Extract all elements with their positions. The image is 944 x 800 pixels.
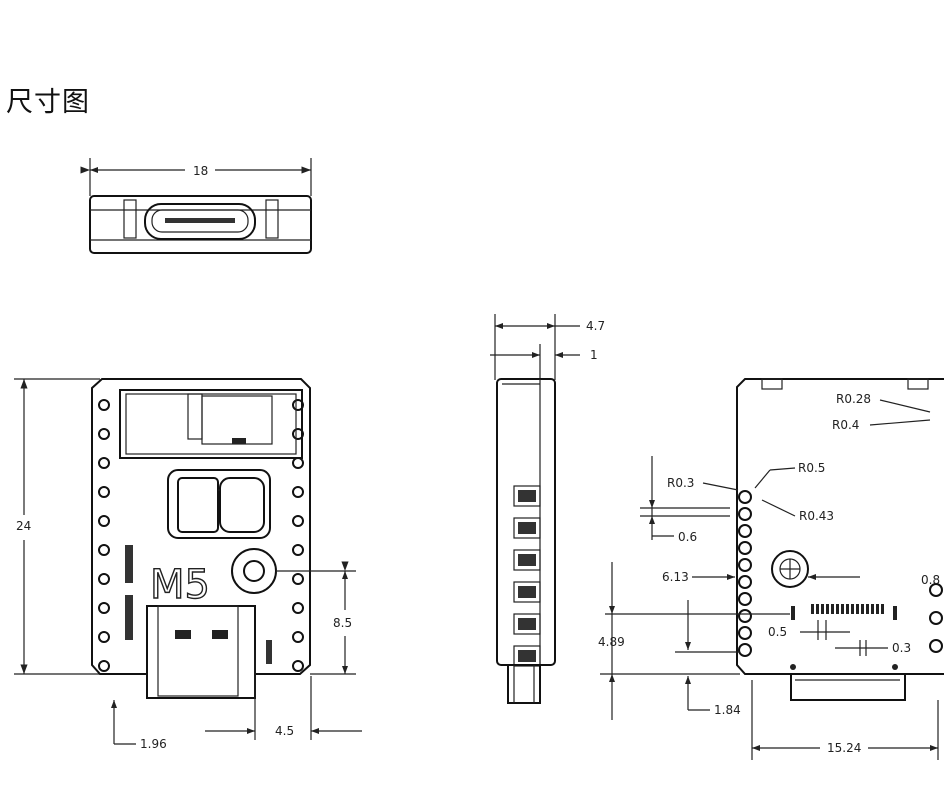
side-view: 4.7 1: [490, 314, 605, 704]
dim-pad-05: 0.5: [768, 625, 787, 639]
back-hole-right: [929, 611, 943, 625]
castellation-hole: [98, 428, 110, 440]
side-pad-fill: [518, 554, 536, 566]
dim-left-offset: 1.96: [140, 737, 167, 751]
castellation-hole: [292, 631, 304, 643]
dim-cut-label: 0.8: [921, 573, 940, 587]
dim-r05: R0.5: [798, 461, 825, 475]
side-pad-fill: [518, 490, 536, 502]
dim-height: 24: [16, 519, 31, 533]
castellation-hole: [292, 515, 304, 527]
dim-thickness: 4.7: [586, 319, 605, 333]
castellation-hole: [292, 486, 304, 498]
side-pad: [513, 613, 541, 635]
back-hole: [738, 558, 752, 572]
castellation-hole: [98, 573, 110, 585]
castellation-hole: [98, 631, 110, 643]
dim-r03: R0.3: [667, 476, 694, 490]
fpc-pad: [841, 604, 844, 614]
fpc-pad: [881, 604, 884, 614]
side-pad: [513, 485, 541, 507]
fpc-pad: [893, 606, 897, 620]
castellation-hole: [98, 515, 110, 527]
side-pad-fill: [518, 522, 536, 534]
dim-usb-offset: 8.5: [333, 616, 352, 630]
dim-width-1524: 15.24: [827, 741, 861, 755]
dim-right-offset: 4.5: [275, 724, 294, 738]
back-hole: [738, 575, 752, 589]
castellation-hole: [292, 544, 304, 556]
back-hole-right: [929, 583, 943, 597]
dim-pad-613: 6.13: [662, 570, 689, 584]
m5-logo: M5: [150, 562, 210, 608]
back-hole: [738, 541, 752, 555]
front-view: 24 M5 8.5: [14, 378, 362, 751]
side-pad: [513, 549, 541, 571]
dim-side-489: 4.89: [598, 635, 625, 649]
back-hole: [738, 490, 752, 504]
fpc-pad: [846, 604, 849, 614]
dim-pad-03: 0.3: [892, 641, 911, 655]
back-hole: [738, 592, 752, 606]
fpc-pad: [851, 604, 854, 614]
back-hole-right: [929, 639, 943, 653]
back-hole: [738, 524, 752, 538]
fpc-pad: [831, 604, 834, 614]
fpc-pad: [856, 604, 859, 614]
via: [892, 664, 898, 670]
castellation-hole: [292, 602, 304, 614]
fpc-pad: [876, 604, 879, 614]
dim-r028: R0.28: [836, 392, 871, 406]
dim-pitch: 0.6: [678, 530, 697, 544]
dim-r043: R0.43: [799, 509, 834, 523]
fpc-pad: [861, 604, 864, 614]
fpc-pad: [816, 604, 819, 614]
castellation-hole: [98, 399, 110, 411]
page-title: 尺寸图: [6, 87, 90, 118]
castellation-hole: [292, 573, 304, 585]
fpc-pad: [791, 606, 795, 620]
side-pad-fill: [518, 586, 536, 598]
back-hole: [738, 609, 752, 623]
back-hole: [738, 643, 752, 657]
side-pad: [513, 517, 541, 539]
dim-board: 1: [590, 348, 598, 362]
back-hole: [738, 507, 752, 521]
dim-bottom-184: 1.84: [714, 703, 741, 717]
side-pad-fill: [518, 618, 536, 630]
castellation-hole: [98, 544, 110, 556]
fpc-pad: [871, 604, 874, 614]
back-hole: [738, 626, 752, 640]
castellation-hole: [292, 660, 304, 672]
fpc-pad: [826, 604, 829, 614]
fpc-pad: [811, 604, 814, 614]
side-pad: [513, 581, 541, 603]
via: [790, 664, 796, 670]
back-detail-view: R0.28 R0.4 R0.5 R0.3 R0.43 0.6 6.13 4.89: [598, 378, 944, 760]
castellation-hole: [292, 457, 304, 469]
top-view: 18: [80, 158, 312, 254]
fpc-pad: [866, 604, 869, 614]
dim-r04: R0.4: [832, 418, 859, 432]
castellation-hole: [98, 660, 110, 672]
castellation-hole: [98, 486, 110, 498]
castellation-hole: [98, 457, 110, 469]
fpc-pad: [836, 604, 839, 614]
castellation-hole: [98, 602, 110, 614]
dim-top-width: 18: [193, 164, 208, 178]
side-pad-fill: [518, 650, 536, 662]
fpc-pad: [821, 604, 824, 614]
